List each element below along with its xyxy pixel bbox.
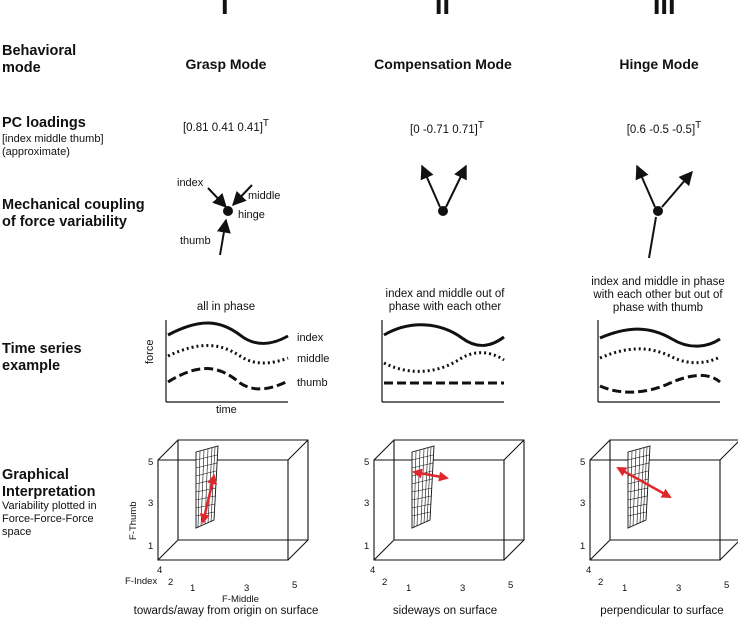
column-numeral-3: III [652, 0, 676, 22]
tick-z-1-hinge: 1 [580, 541, 586, 552]
grasp-hinge-point [223, 206, 233, 216]
timeseries-hinge [597, 320, 721, 403]
grasp-middle-arrow [232, 184, 253, 207]
interp-caption-grasp: towards/away from origin on surface [133, 605, 319, 617]
pc-loading-compensation-sup: T [477, 120, 484, 131]
coupling-label-hinge: hinge [238, 209, 265, 221]
ts-label-thumb: thumb [297, 377, 328, 389]
plot3d-grasp [157, 439, 309, 561]
tick-z-1-compensation: 1 [364, 541, 370, 552]
row-sublabel-graphical: Variability plotted in Force-Force-Force… [2, 500, 97, 538]
pc-loading-hinge-sup: T [695, 120, 702, 131]
column-numeral-1: I [220, 0, 229, 22]
tick-y-1-compensation: 1 [406, 583, 412, 594]
ts-hinge-middle [599, 347, 721, 365]
tick-x-2-hinge: 2 [598, 577, 604, 588]
pc-loading-hinge-value: [0.6 -0.5 -0.5] [626, 123, 696, 136]
pc-loading-grasp-sup: T [262, 118, 270, 129]
pc-loading-compensation: [0 -0.71 0.71]T [410, 120, 484, 136]
row-label-graphical-interpretation: Graphical Interpretation [2, 467, 96, 500]
tick-y-1-hinge: 1 [622, 583, 628, 594]
ts-hinge-index [599, 327, 721, 348]
ts-compensation-middle [383, 351, 505, 373]
axis-label-findex: F-Index [125, 576, 158, 587]
coupling-grasp [207, 184, 253, 256]
row-label-time-series: Time series example [2, 341, 82, 374]
mode-name-hinge: Hinge Mode [619, 56, 699, 72]
axis-label-fthumb: F-Thumb [128, 501, 139, 540]
tick-z-5-hinge: 5 [580, 457, 586, 468]
tick-y-1-grasp: 1 [190, 583, 196, 594]
pc-loading-hinge: [0.6 -0.5 -0.5]T [627, 120, 702, 136]
row-label-pc-loadings: PC loadings [2, 115, 86, 131]
hinge-thumb-line [648, 216, 657, 259]
ts-compensation-index [383, 323, 505, 347]
ts-label-middle: middle [297, 353, 330, 365]
grasp-index-arrow [207, 187, 227, 209]
compensation-hinge-point [438, 206, 448, 216]
row-label-mechanical-coupling: Mechanical coupling of force variability [2, 197, 145, 230]
timeseries-compensation [381, 320, 505, 403]
hinge-middle-arrow [661, 170, 693, 208]
interp-caption-compensation: sideways on surface [392, 605, 498, 617]
coupling-label-index: index [177, 177, 204, 189]
interp-caption-hinge: perpendicular to surface [600, 605, 724, 617]
mode-name-compensation: Compensation Mode [374, 56, 512, 72]
mode-name-grasp: Grasp Mode [185, 56, 267, 72]
pc-loading-grasp: [0.81 0.41 0.41]T [183, 118, 269, 134]
phase-desc-compensation: index and middle out of phase with each … [385, 288, 505, 313]
ts-xlabel-time: time [216, 404, 237, 416]
tick-x-4-grasp: 4 [157, 565, 163, 576]
ts-grasp-middle [167, 344, 289, 365]
hinge-index-arrow [635, 164, 656, 208]
pc-loading-compensation-value: [0 -0.71 0.71] [410, 123, 478, 136]
tick-y-5-compensation: 5 [508, 580, 514, 591]
tick-y-5-hinge: 5 [724, 580, 730, 591]
ts-hinge-thumb [599, 374, 721, 394]
tick-y-3-grasp: 3 [244, 583, 250, 594]
plot3d-hinge [589, 439, 738, 561]
row-sublabel-pc-approx: (approximate) [2, 146, 70, 158]
coupling-hinge [635, 164, 693, 259]
row-label-behavioral-mode: Behavioral mode [2, 43, 77, 76]
tick-z-3-compensation: 3 [364, 498, 370, 509]
compensation-index-arrow [420, 164, 441, 208]
ts-grasp-index [167, 321, 289, 345]
coupling-label-thumb: thumb [180, 235, 211, 247]
tick-x-4-hinge: 4 [586, 565, 592, 576]
tick-z-5-compensation: 5 [364, 457, 370, 468]
tick-y-5-grasp: 5 [292, 580, 298, 591]
axis-label-fmiddle: F-Middle [222, 594, 259, 605]
tick-z-5-grasp: 5 [148, 457, 154, 468]
tick-x-2-compensation: 2 [382, 577, 388, 588]
plot3d-compensation [373, 439, 525, 561]
coupling-compensation [420, 164, 467, 216]
compensation-middle-arrow [445, 164, 467, 208]
timeseries-grasp [165, 320, 289, 403]
tick-z-3-hinge: 3 [580, 498, 586, 509]
tick-y-3-compensation: 3 [460, 583, 466, 594]
hinge-variability-arrow [616, 466, 672, 499]
grasp-variability-arrow [199, 474, 218, 524]
grasp-thumb-arrow [216, 218, 231, 256]
coupling-label-middle: middle [248, 190, 281, 202]
tick-x-4-compensation: 4 [370, 565, 376, 576]
tick-y-3-hinge: 3 [676, 583, 682, 594]
phase-desc-hinge: index and middle in phase with each othe… [591, 276, 725, 314]
tick-x-2-grasp: 2 [168, 577, 174, 588]
tick-z-3-grasp: 3 [148, 498, 154, 509]
ts-label-index: index [297, 332, 324, 344]
ts-grasp-thumb [167, 367, 289, 391]
compensation-variability-arrow [412, 468, 449, 482]
column-numeral-2: II [434, 0, 451, 22]
hinge-hinge-point [653, 206, 663, 216]
row-sublabel-pc-fingers: [index middle thumb] [2, 133, 104, 145]
pc-loading-grasp-value: [0.81 0.41 0.41] [182, 121, 263, 134]
tick-z-1-grasp: 1 [148, 541, 154, 552]
phase-desc-grasp: all in phase [196, 301, 256, 313]
